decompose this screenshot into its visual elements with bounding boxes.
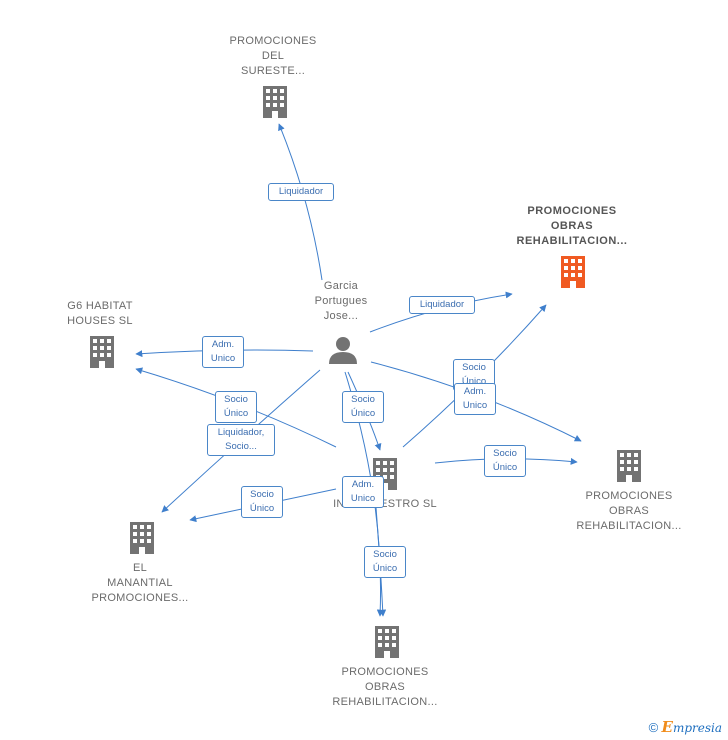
node-label-el-manantial[interactable]: EL MANANTIAL PROMOCIONES... bbox=[91, 562, 189, 604]
edge-label-liquidador-socio: Liquidador, Socio... bbox=[207, 424, 275, 456]
building-icon[interactable] bbox=[375, 626, 399, 658]
edge-label-socio-unico: Socio Único bbox=[215, 391, 257, 423]
building-icon[interactable] bbox=[263, 86, 287, 118]
edge-label-adm-unico: Adm. Unico bbox=[202, 336, 244, 368]
brand-name: mpresia bbox=[672, 721, 722, 735]
edge-garcia-sureste bbox=[278, 123, 323, 281]
edge-label-liquidador: Liquidador bbox=[409, 296, 475, 314]
node-label-promociones-obras-bottom[interactable]: PROMOCIONES OBRAS REHABILITACION... bbox=[332, 666, 438, 708]
edge-label-socio-unico: Socio Único bbox=[484, 445, 526, 477]
edge-label-adm-unico: Adm. Unico bbox=[342, 476, 384, 508]
empresia-logo[interactable]: © Empresia bbox=[649, 718, 722, 736]
building-icon[interactable] bbox=[90, 336, 114, 368]
building-icon-highlight[interactable] bbox=[561, 256, 585, 288]
building-icon[interactable] bbox=[617, 450, 641, 482]
edge-label-socio-unico: Socio Único bbox=[364, 546, 406, 578]
node-label-promociones-obras-focus[interactable]: PROMOCIONES OBRAS REHABILITACION... bbox=[516, 205, 628, 247]
brand-initial: E bbox=[661, 718, 673, 736]
edge-label-socio-unico: Socio Único bbox=[241, 486, 283, 518]
node-label-promociones-obras-right[interactable]: PROMOCIONES OBRAS REHABILITACION... bbox=[576, 490, 682, 532]
edge-label-liquidador: Liquidador bbox=[268, 183, 334, 201]
node-label-garcia[interactable]: Garcia Portugues Jose... bbox=[314, 280, 368, 322]
edges bbox=[135, 123, 582, 617]
edge-label-socio-unico: Socio Único bbox=[342, 391, 384, 423]
node-label-center-company[interactable]: INMOMAESTRO SL bbox=[333, 498, 437, 510]
node-label-promociones-sureste[interactable]: PROMOCIONES DEL SURESTE... bbox=[229, 35, 317, 77]
building-icon[interactable] bbox=[130, 522, 154, 554]
node-label-g6-habitat[interactable]: G6 HABITAT HOUSES SL bbox=[67, 300, 133, 327]
edge-label-adm-unico: Adm. Unico bbox=[454, 383, 496, 415]
person-icon[interactable] bbox=[329, 337, 357, 364]
copyright-icon: © bbox=[648, 720, 659, 735]
